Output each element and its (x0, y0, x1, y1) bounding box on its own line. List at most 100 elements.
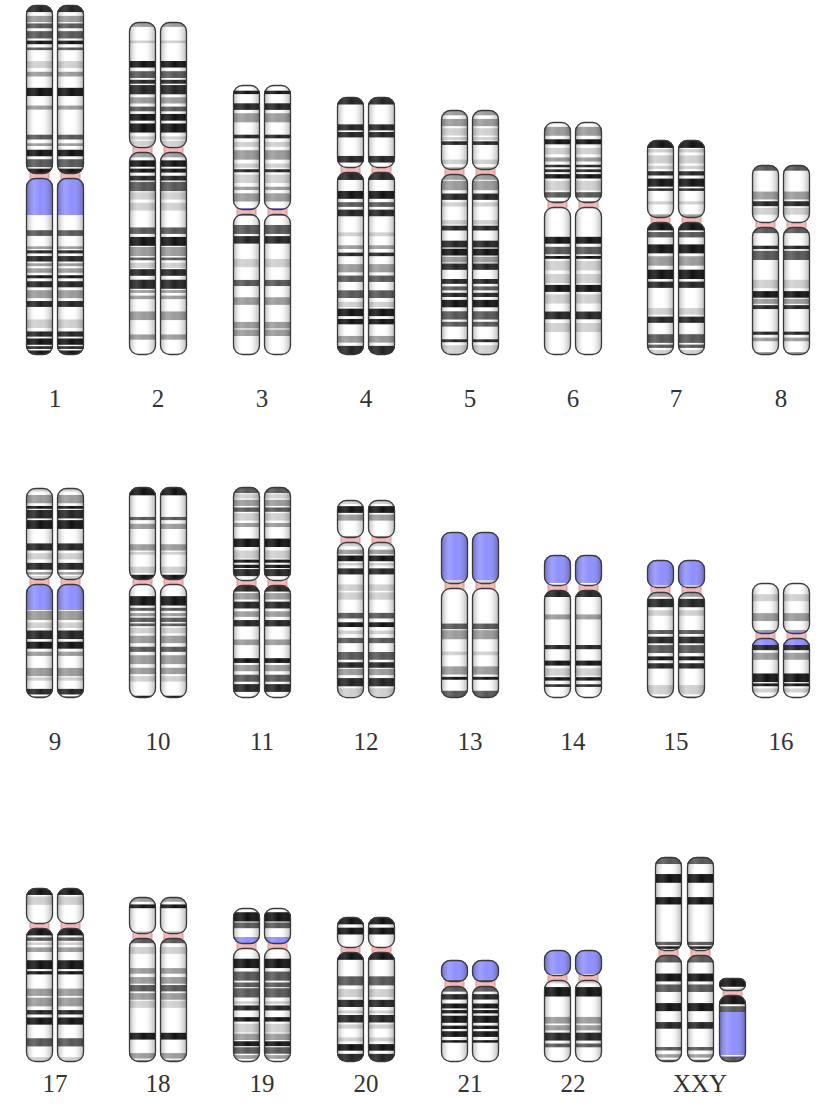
chromosome-number: 9 (49, 729, 62, 754)
chromosome-arm (368, 500, 395, 538)
chromosome-arm (472, 532, 499, 584)
chromosome-arm (337, 952, 364, 1062)
chromosome-outline (679, 223, 705, 355)
chromosome-arm (264, 85, 291, 210)
chromosome-arm (57, 888, 84, 924)
chromosome-arm (647, 222, 674, 355)
chromosome-outline (27, 929, 53, 1062)
chromosome-outline (473, 111, 499, 170)
chromosome-arm (655, 955, 682, 1062)
chromosome-arm (264, 214, 291, 355)
chromosome-outline (27, 6, 53, 174)
chromosome-arm (752, 638, 779, 698)
chromosome-arm (752, 227, 779, 355)
chromosome-outline (442, 961, 468, 982)
chromosome-outline (473, 533, 499, 584)
chromosome-number: 15 (664, 729, 689, 754)
chromosome-arm (752, 583, 779, 634)
chromosome-outline (265, 86, 291, 210)
chromosome-outline (161, 488, 187, 580)
chromosome-arm (368, 952, 395, 1062)
chromosome-outline (130, 23, 156, 148)
chromosome-arm (655, 857, 682, 951)
chromosome-outline (648, 561, 674, 588)
chromosome-outline (784, 228, 810, 355)
chromosome-arm (719, 995, 746, 1062)
chromosome-arm (233, 585, 260, 698)
chromosome-arm (441, 986, 468, 1062)
chromosome-outline (656, 956, 682, 1062)
chromosome-outline (265, 586, 291, 698)
chromosome-outline (576, 951, 602, 976)
chromosome-outline (338, 98, 364, 168)
chromosome-arm (783, 227, 810, 355)
chromosome-number: 17 (43, 1071, 68, 1096)
chromosome-arm (233, 908, 260, 944)
chromosome-outline (576, 556, 602, 586)
chromosome-outline (27, 179, 53, 355)
chromosome-arm (129, 152, 156, 355)
chromosome-arm (26, 888, 53, 924)
chromosome-arm (57, 928, 84, 1062)
chromosome-outline (442, 987, 468, 1062)
chromosome-outline (130, 939, 156, 1062)
chromosome-arm (368, 917, 395, 948)
chromosome-outline (576, 591, 602, 698)
chromosome-arm (544, 122, 571, 203)
chromosome-arm (129, 487, 156, 580)
chromosome-outline (265, 488, 291, 581)
chromosome-outline (58, 929, 84, 1062)
chromosome-arm (26, 928, 53, 1062)
chromosome-arm (57, 178, 84, 355)
chromosome-number: 14 (561, 729, 586, 754)
chromosome-arm (783, 583, 810, 634)
chromosome-outline (545, 556, 571, 586)
chromosome-outline (784, 639, 810, 698)
chromosome-outline (27, 585, 53, 698)
chromosome-outline (338, 173, 364, 355)
chromosome-arm (368, 542, 395, 698)
chromosome-outline (234, 488, 260, 581)
chromosome-number: 4 (360, 386, 373, 411)
chromosome-arm (160, 938, 187, 1062)
chromosome-arm (544, 555, 571, 586)
chromosome-arm (472, 960, 499, 982)
chromosome-arm (575, 555, 602, 586)
chromosome-outline (688, 858, 714, 951)
chromosome-arm (687, 955, 714, 1062)
chromosome-outline (234, 949, 260, 1062)
chromosome-outline (234, 86, 260, 210)
chromosome-outline (679, 561, 705, 588)
chromosome-outline (130, 585, 156, 698)
chromosome-number: 13 (458, 729, 483, 754)
chromosome-arm (441, 532, 468, 584)
chromosome-outline (753, 228, 779, 355)
chromosome-arm (678, 592, 705, 698)
chromosome-outline (265, 909, 291, 944)
chromosome-arm (472, 174, 499, 355)
chromosome-arm (337, 97, 364, 168)
chromosome-arm (647, 592, 674, 698)
chromosome-outline (648, 593, 674, 698)
chromosome-outline (161, 153, 187, 355)
chromosome-arm (575, 122, 602, 203)
chromosome-number: 20 (354, 1071, 379, 1096)
chromosome-arm (337, 500, 364, 538)
chromosome-arm (575, 980, 602, 1062)
chromosome-outline (473, 961, 499, 982)
chromosome-outline (234, 215, 260, 355)
chromosome-arm (160, 22, 187, 148)
chromosome-number: 19 (250, 1071, 275, 1096)
chromosome-outline (130, 898, 156, 934)
chromosome-outline (784, 166, 810, 223)
chromosome-number: 6 (567, 386, 580, 411)
chromosome-outline (545, 208, 571, 355)
chromosome-arm (783, 165, 810, 223)
chromosome-outline (27, 489, 53, 580)
chromosome-arm (472, 588, 499, 698)
chromosome-outline (720, 979, 746, 991)
chromosome-outline (473, 175, 499, 355)
chromosome-arm (337, 917, 364, 948)
chromosome-arm (783, 638, 810, 698)
